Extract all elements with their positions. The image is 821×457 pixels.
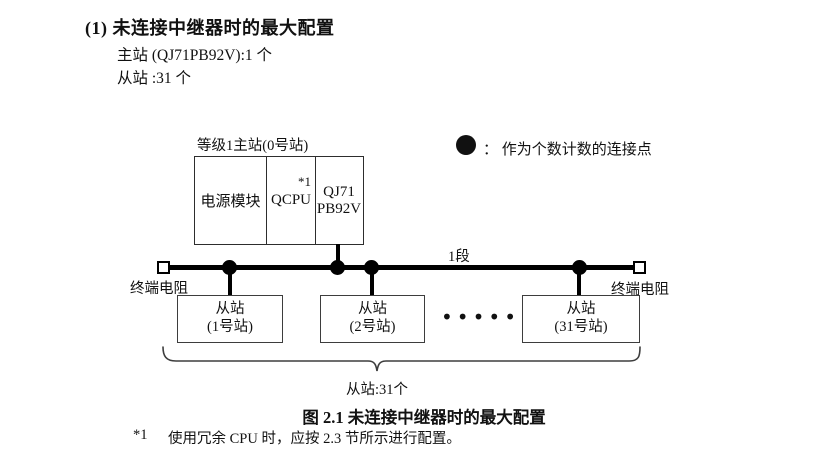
- master-drop-line: [336, 244, 340, 268]
- figure-caption: 图 2.1 未连接中继器时的最大配置: [302, 408, 546, 427]
- connection-point-icon: [456, 135, 476, 155]
- slave2-drop-line: [370, 268, 374, 296]
- bus-line: [163, 265, 640, 270]
- power-module-cell: 电源模块: [200, 194, 261, 210]
- footnote-text: 使用冗余 CPU 时，应按 2.3 节所示进行配置。: [168, 431, 461, 447]
- slave3-drop-line: [577, 268, 581, 296]
- connection-point-icon: [572, 260, 587, 275]
- module-name-line1: QJ71: [323, 183, 355, 200]
- slave2-label-line1: 从站: [358, 301, 387, 318]
- footnote-marker: *1: [133, 427, 148, 443]
- terminating-resistor-right-icon: [633, 261, 646, 274]
- qcpu-label: QCPU: [270, 192, 311, 208]
- segment-label: 1段: [448, 249, 470, 265]
- slave1-drop-line: [228, 268, 232, 296]
- terminating-resistor-right-label: 终端电阻: [611, 282, 669, 298]
- section-heading: (1) 未连接中继器时的最大配置: [85, 18, 335, 38]
- slave1-label-line2: (1号站): [207, 319, 253, 335]
- connection-point-icon: [330, 260, 345, 275]
- module-name-line2: PB92V: [316, 200, 362, 217]
- terminating-resistor-left-icon: [157, 261, 170, 274]
- slave3-label-line2: (31号站): [554, 319, 608, 335]
- pb92v-module-cell: QJ71 PB92V: [315, 157, 362, 244]
- slave3-label-line1: 从站: [566, 301, 596, 318]
- slave-count-label: 从站:31个: [345, 382, 409, 398]
- terminating-resistor-left-label: 终端电阻: [130, 281, 188, 297]
- master-spec-line: 主站 (QJ71PB92V):1 个: [117, 47, 273, 64]
- slave-station-box-1: 从站 (1号站): [177, 295, 283, 343]
- underbrace: [162, 346, 641, 372]
- slave1-label-line1: 从站: [215, 301, 245, 318]
- master-station-label: 等级1主站(0号站): [197, 138, 309, 154]
- slave-station-box-2: 从站 (2号站): [320, 295, 425, 343]
- connection-point-icon: [222, 260, 237, 275]
- connection-point-icon: [364, 260, 379, 275]
- slave-station-box-3: 从站 (31号站): [522, 295, 640, 343]
- master-station-box: 电源模块 *1 QCPU QJ71 PB92V: [194, 156, 364, 245]
- slave2-label-line2: (2号站): [349, 319, 396, 335]
- qcpu-cell: *1 QCPU: [266, 157, 315, 244]
- ellipsis-dots: ••••••: [441, 305, 536, 329]
- redundant-cpu-footnote-ref: *1: [298, 174, 311, 189]
- legend-text: ： 作为个数计数的连接点: [483, 142, 652, 158]
- slave-spec-line: 从站 :31 个: [117, 70, 192, 87]
